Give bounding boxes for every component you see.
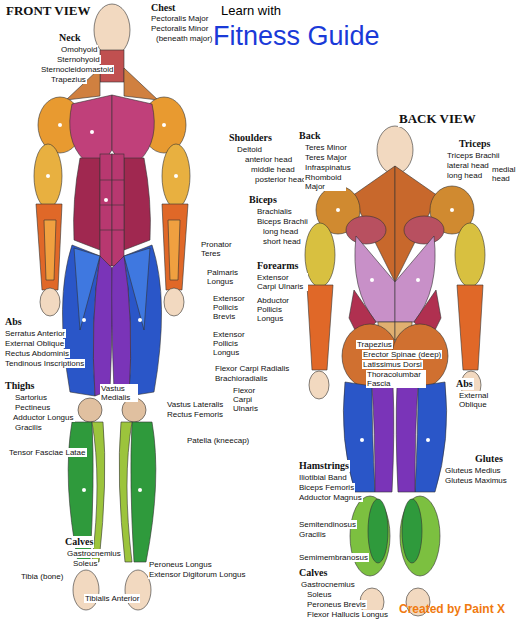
muscle-label: Tendinous Inscriptions — [4, 359, 85, 368]
muscle-label: Palmaris Longus — [206, 268, 244, 286]
muscle-label: Vastus Lateralis — [166, 400, 224, 409]
muscle-label: Brachialis — [256, 207, 293, 216]
muscle-label: Pronator Teres — [200, 240, 238, 258]
muscle-label: Trapezius — [50, 75, 87, 84]
page-title: Fitness Guide — [212, 22, 381, 52]
muscle-label: Extensor Carpi Ulnaris — [256, 273, 308, 291]
muscle-label: Gracilis — [298, 530, 327, 539]
muscle-label: lateral head — [446, 161, 490, 170]
muscle-label: Triceps Brachii — [446, 151, 501, 160]
group-heading: Neck — [58, 32, 82, 44]
view-heading: FRONT VIEW — [5, 4, 91, 19]
muscle-label: Abductor Pollicis Longus — [256, 296, 302, 324]
muscle-label: Flexor Hallucis Longus — [306, 610, 389, 619]
muscle-label: Peroneus Brevis — [306, 600, 367, 609]
muscle-label: Semitendinosus — [298, 520, 357, 529]
muscle-label: long head — [262, 227, 299, 236]
muscle-label: Sternocleidomastoid — [40, 65, 114, 74]
muscle-label: Thoracolumbar Fascia — [366, 370, 426, 388]
muscle-label: short head — [262, 237, 302, 246]
muscle-label: Biceps Femoris — [298, 483, 355, 492]
muscle-label: Gracilis — [14, 423, 43, 432]
muscle-label: Gluteus Maximus — [444, 476, 508, 485]
group-heading: Thighs — [4, 380, 35, 392]
muscle-label: Gastrocnemius — [300, 580, 356, 589]
muscle-label: External Oblique — [458, 391, 500, 409]
group-heading: Glutes — [474, 453, 504, 465]
muscle-label: Biceps Brachii — [256, 217, 309, 226]
muscle-label: Erector Spinae (deep) — [362, 350, 442, 359]
muscle-label: Flexor Carpi Radialis — [214, 364, 290, 373]
watermark: Created by Paint X — [398, 603, 506, 617]
muscle-label: Adductor Magnus — [298, 493, 363, 502]
muscle-label: posterior head — [254, 175, 307, 184]
muscle-label: Patella (kneecap) — [186, 436, 250, 445]
muscle-label: (beneath major) — [155, 34, 213, 43]
group-heading: Biceps — [248, 194, 278, 206]
muscle-label: middle head — [250, 165, 296, 174]
muscle-label: Extensor Pollicis Brevis — [212, 294, 254, 322]
group-heading: Abs — [4, 316, 23, 328]
muscle-label: Iliotibial Band — [298, 473, 348, 482]
muscle-label: Tensor Fasciae Latae — [8, 448, 87, 457]
muscle-label: Serratus Anterior — [4, 329, 66, 338]
muscle-label: Pectineus — [14, 403, 51, 412]
muscle-label: Latissimus Dorsi — [362, 360, 423, 369]
group-heading: Abs — [455, 378, 474, 390]
muscle-label: Infraspinatus — [304, 163, 352, 172]
group-heading: Calves — [298, 567, 328, 579]
muscle-label: Rectus Abdominis — [4, 349, 70, 358]
group-heading: Triceps — [458, 138, 491, 150]
muscle-label: Tibialis Anterior — [84, 594, 140, 603]
muscle-label: long head — [446, 171, 483, 180]
muscle-label: Vastus Medialis — [100, 384, 138, 402]
muscle-label: Extensor Pollicis Longus — [212, 330, 254, 358]
muscle-label: Pectoralis Minor — [150, 24, 209, 33]
muscle-label: Peroneus Longus — [148, 560, 213, 569]
muscle-label: Tibia (bone) — [20, 572, 64, 581]
muscle-label: Rectus Femoris — [166, 410, 224, 419]
muscle-label: Adductor Longus — [12, 413, 75, 422]
muscle-label: Rhomboid Major — [304, 173, 346, 191]
muscle-label: Teres Major — [304, 153, 348, 162]
group-heading: Shoulders — [228, 132, 273, 144]
muscle-label: Flexor Carpi Ulnaris — [232, 386, 270, 414]
muscle-label: Sternohyoid — [56, 55, 101, 64]
group-heading: Forearms — [256, 260, 299, 272]
muscle-label: External Oblique — [4, 339, 65, 348]
muscle-label: Soleus — [72, 559, 98, 568]
muscle-label: Soleus — [306, 590, 332, 599]
view-heading: BACK VIEW — [398, 112, 477, 127]
muscle-label: medial head — [491, 165, 517, 183]
muscle-label: anterior head — [244, 155, 293, 164]
muscle-label: Trapezius — [356, 340, 393, 349]
muscle-label: Pectoralis Major — [150, 14, 209, 23]
group-heading: Calves — [64, 536, 94, 548]
group-heading: Chest — [150, 2, 176, 14]
muscle-label: Sartorius — [14, 393, 48, 402]
muscle-label: Deltoid — [236, 145, 263, 154]
muscle-label: Gastrocnemius — [66, 549, 122, 558]
muscle-label: Gluteus Medius — [444, 466, 502, 475]
muscle-label: Teres Minor — [304, 143, 348, 152]
muscle-label: Semimembranosus — [298, 553, 369, 562]
group-heading: Back — [298, 130, 322, 142]
title-prefix: Learn with — [220, 4, 282, 19]
group-heading: Hamstrings — [298, 460, 350, 472]
muscle-label: Brachioradialis — [214, 374, 268, 383]
muscle-label: Omohyoid — [60, 45, 98, 54]
muscle-label: Extensor Digitorum Longus — [148, 570, 247, 579]
